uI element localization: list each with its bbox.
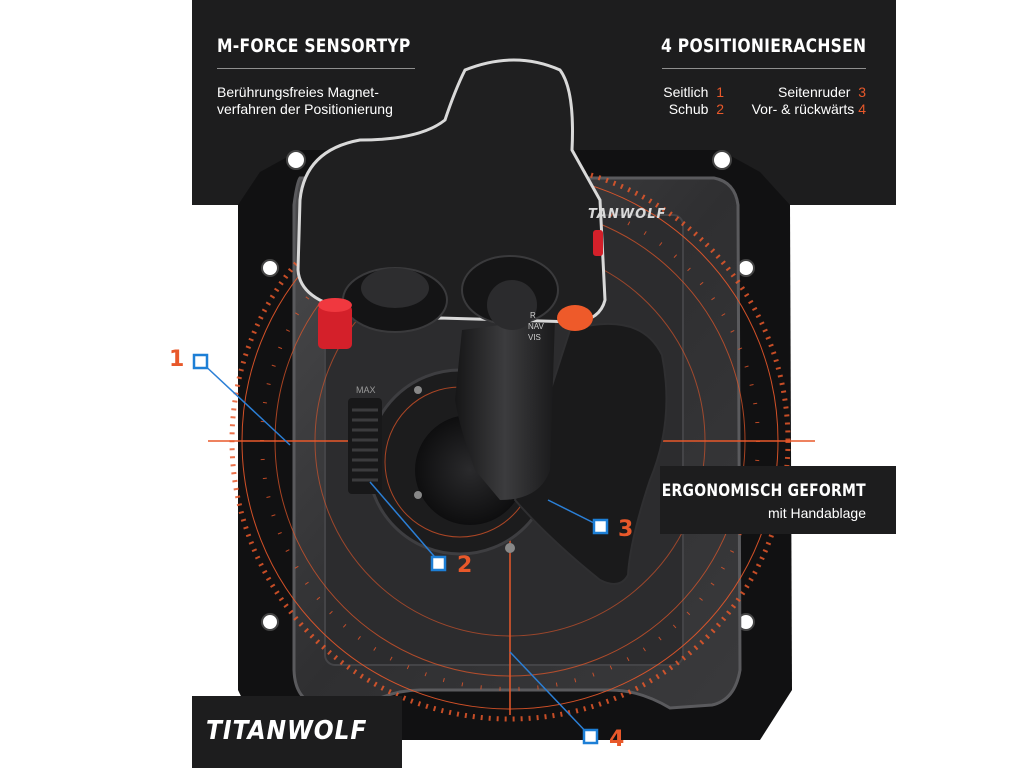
orange-button-right [557,305,593,331]
callout-marker-1 [192,353,209,370]
callout-number-3: 3 [618,517,634,542]
titanwolf-logo: TITANWOLF [206,716,368,746]
slider-max-label: MAX [356,385,376,395]
red-trigger-accent [593,230,603,256]
sensor-text-line2: verfahren der Positionierung [217,101,393,117]
callout-marker-4 [582,728,599,745]
switch-label-nav: NAV [528,322,544,331]
switch-label-vis: VIS [528,333,541,342]
mount-hole [712,150,732,170]
sensor-text-line1: Berührungsfreies Magnet- [217,84,379,100]
mount-hole [286,150,306,170]
logo-panel [192,696,402,768]
axis-item-3: Seitenruder 3 [778,84,866,100]
switch-label-r: R [530,311,536,320]
red-button-left [318,305,352,349]
axis-item-4: Vor- & rückwärts 4 [751,101,866,117]
callout-number-4: 4 [609,727,625,752]
sensor-heading: M-FORCE SENSORTYP [217,35,411,57]
axes-heading: 4 POSITIONIERACHSEN [660,35,866,57]
mount-hole [261,613,279,631]
sensor-heading-rule [217,68,415,69]
axes-heading-rule [662,68,866,69]
mount-hole [261,259,279,277]
callout-marker-3 [592,518,609,535]
feature-subtext: mit Handablage [767,505,866,521]
axis-item-2: Schub 2 [668,101,724,117]
feature-panel [660,466,896,534]
hand-rest [513,322,668,585]
joystick-shaft [455,318,555,500]
axis-item-1: Seitlich 1 [663,84,724,100]
mount-hole [737,259,755,277]
feature-heading: ERGONOMISCH GEFORMT [661,481,866,501]
callout-marker-2 [430,555,447,572]
device-brand-mark: TANWOLF [588,207,667,222]
callout-number-1: 1 [169,347,185,372]
callout-number-2: 2 [457,553,473,578]
